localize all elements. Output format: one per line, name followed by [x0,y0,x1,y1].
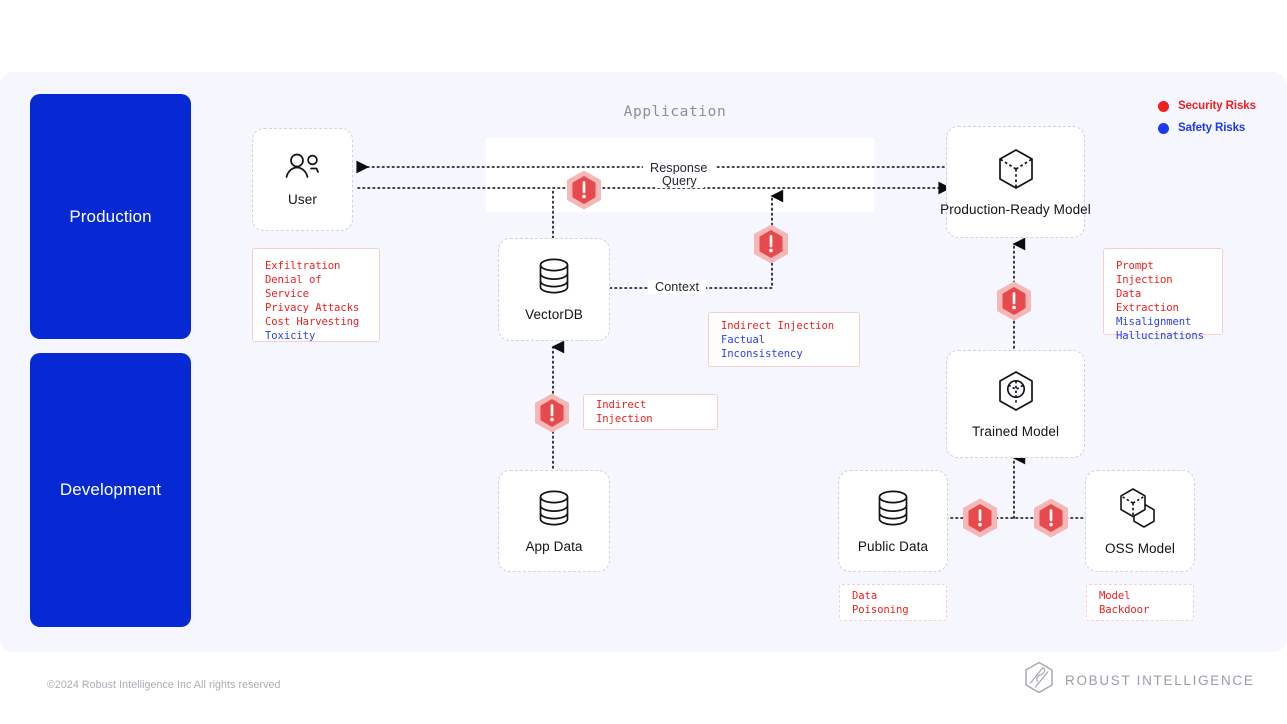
callout-vectordb-risks: Indirect Injection [583,394,718,430]
callout-oss-model-risks: Model Backdoor [1086,584,1194,621]
node-label: Production-Ready Model [940,201,1091,217]
risk-item: Data Extraction [1116,288,1179,314]
callout-public-data-risks: Data Poisoning [839,584,947,621]
node-oss-model[interactable]: OSS Model [1085,470,1195,572]
risk-item: Misalignment [1116,316,1192,328]
node-label: Public Data [857,538,929,554]
hexagon-target-icon [997,370,1035,412]
risk-item: Privacy Attacks [265,302,360,314]
legend-item-safety: Safety Risks [1158,122,1256,134]
risk-item: Cost Harvesting [265,316,360,328]
edge-label-query: Query [655,174,704,188]
stage-label-production: Production [69,206,152,226]
red-dot-icon [1158,100,1169,112]
warning-icon-public-data[interactable] [959,497,1001,539]
users-icon [283,152,323,180]
brand-lockup: ROBUST INTELLIGENCE [1024,661,1255,699]
callout-context-risks: Indirect Injection Factual Inconsistency [708,312,860,367]
node-label: OSS Model [1105,540,1175,556]
warning-icon-app-data[interactable] [531,392,573,434]
risk-item: Model Backdoor [1099,589,1150,616]
blue-dot-icon [1158,122,1169,134]
brand-text: ROBUST INTELLIGENCE [1065,672,1255,688]
risk-item: Data Poisoning [852,589,909,616]
application-label: Application [623,104,727,120]
node-label: User [288,192,317,207]
risk-item: Indirect Injection [596,399,653,425]
stage-block-development: Development [30,353,191,627]
warning-icon-context[interactable] [750,223,792,265]
double-cube-icon [1118,487,1162,529]
node-vectordb[interactable]: VectorDB [498,238,610,341]
edge-label-response: Response [643,161,715,175]
footer-copyright: ©2024 Robust Intelligence Inc All rights… [47,679,281,691]
legend-item-security: Security Risks [1158,100,1256,112]
legend-label: Security Risks [1178,100,1256,112]
warning-icon-user-query[interactable] [563,169,605,211]
risk-item: Factual Inconsistency [721,333,803,360]
node-public-data[interactable]: Public Data [838,470,948,572]
warning-icon-oss-model[interactable] [1030,497,1072,539]
node-label: App Data [525,538,583,554]
node-label: VectorDB [525,307,583,322]
cube-icon [997,148,1035,190]
legend: Security Risks Safety Risks [1158,100,1256,144]
risk-item: Indirect Injection [721,319,835,332]
robust-intelligence-logo-icon [1024,661,1054,699]
risk-item: Denial of Service [265,274,322,300]
callout-user-risks: Exfiltration Denial of Service Privacy A… [252,248,380,342]
warning-icon-model-chain[interactable] [993,280,1035,322]
risk-item: Prompt Injection [1116,260,1173,286]
database-icon [537,257,571,295]
node-trained-model[interactable]: Trained Model [946,350,1085,458]
node-label: Trained Model [971,423,1060,439]
node-production-ready-model[interactable]: Production-Ready Model [940,126,1091,238]
risk-item: Toxicity [265,330,316,342]
legend-label: Safety Risks [1178,122,1246,134]
callout-production-model-risks: Prompt Injection Data Extraction Misalig… [1103,248,1223,342]
node-user[interactable]: User [252,128,353,231]
node-app-data[interactable]: App Data [498,470,610,572]
database-icon [537,489,571,527]
stage-block-production: Production [30,94,191,339]
risk-item: Hallucinations [1116,330,1204,342]
database-icon [876,489,910,527]
stage-label-development: Development [59,480,162,499]
edge-label-context: Context [648,280,707,294]
risk-item: Exfiltration [265,260,341,272]
